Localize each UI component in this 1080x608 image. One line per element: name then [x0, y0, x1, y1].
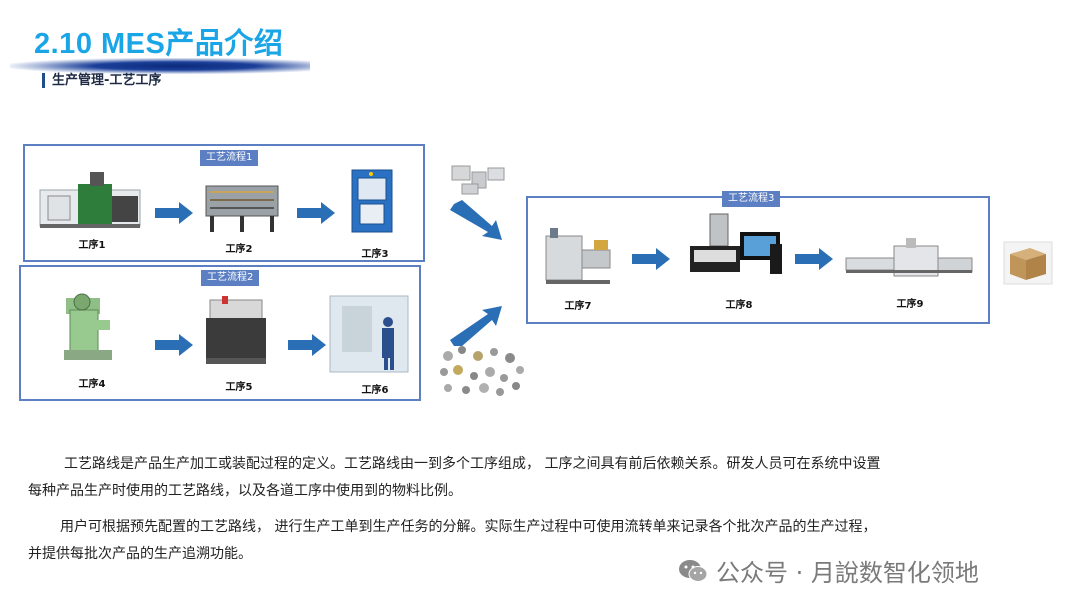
machine-5-image — [206, 296, 266, 364]
title-area: 2.10 MES产品介绍 — [0, 14, 320, 74]
flow-arrow-2-3 — [297, 202, 335, 224]
flow-arrow-1-2 — [155, 202, 193, 224]
machine-7-image — [545, 228, 611, 284]
machine-2-image — [205, 185, 279, 232]
flow-arrow-4-5 — [155, 334, 193, 356]
description-para1-line1: 工艺路线是产品生产加工或装配过程的定义。工艺路线由一到多个工序组成， 工序之间具… — [64, 456, 881, 472]
step-7-caption: 工序7 — [564, 301, 592, 312]
watermark-text: 公众号 · 月說数智化领地 — [716, 559, 979, 587]
machine-3-image — [351, 169, 393, 233]
step-9-caption: 工序9 — [896, 299, 924, 310]
title-underline-glow — [10, 58, 310, 74]
machine-8-image — [690, 213, 782, 274]
process-flow-1-label: 工艺流程1 — [200, 150, 259, 166]
flow-arrow-8-9 — [795, 248, 833, 270]
description-para2-line1: 用户可根据预先配置的工艺路线， 进行生产工单到生产任务的分解。实际生产过程中可使… — [60, 519, 877, 535]
description-para1-line2: 每种产品生产时使用的工艺路线，以及各道工序中使用到的物料比例。 — [28, 483, 462, 499]
step-6-caption: 工序6 — [361, 385, 389, 396]
watermark: 公众号 · 月說数智化领地 — [678, 553, 979, 588]
step-8-caption: 工序8 — [725, 300, 753, 311]
process-flow-2-label: 工艺流程2 — [201, 270, 260, 286]
process-flow-3-label: 工艺流程3 — [722, 191, 781, 207]
step-3-caption: 工序3 — [361, 249, 389, 260]
step-1-caption: 工序1 — [78, 240, 106, 251]
flow-arrow-5-6 — [288, 334, 326, 356]
step-4-caption: 工序4 — [78, 379, 106, 390]
finished-box-image — [1003, 241, 1053, 285]
flow-arrow-parts-up — [450, 306, 502, 346]
raw-material-parts-image — [451, 165, 505, 195]
step-2-caption: 工序2 — [225, 244, 253, 255]
machine-1-image — [39, 172, 141, 228]
section-subtitle: 生产管理-工艺工序 — [42, 73, 161, 88]
description-para2-line2: 并提供每批次产品的生产追溯功能。 — [28, 546, 252, 562]
machine-9-image — [845, 238, 973, 277]
wechat-icon — [679, 559, 708, 582]
flow-arrow-7-8 — [632, 248, 670, 270]
metal-parts-image — [440, 346, 524, 396]
flow-arrow-materials-down — [450, 200, 502, 240]
machine-4-image — [64, 293, 112, 360]
page-title: 2.10 MES产品介绍 — [34, 28, 284, 60]
step-5-caption: 工序5 — [225, 382, 253, 393]
machine-6-image — [329, 295, 409, 373]
